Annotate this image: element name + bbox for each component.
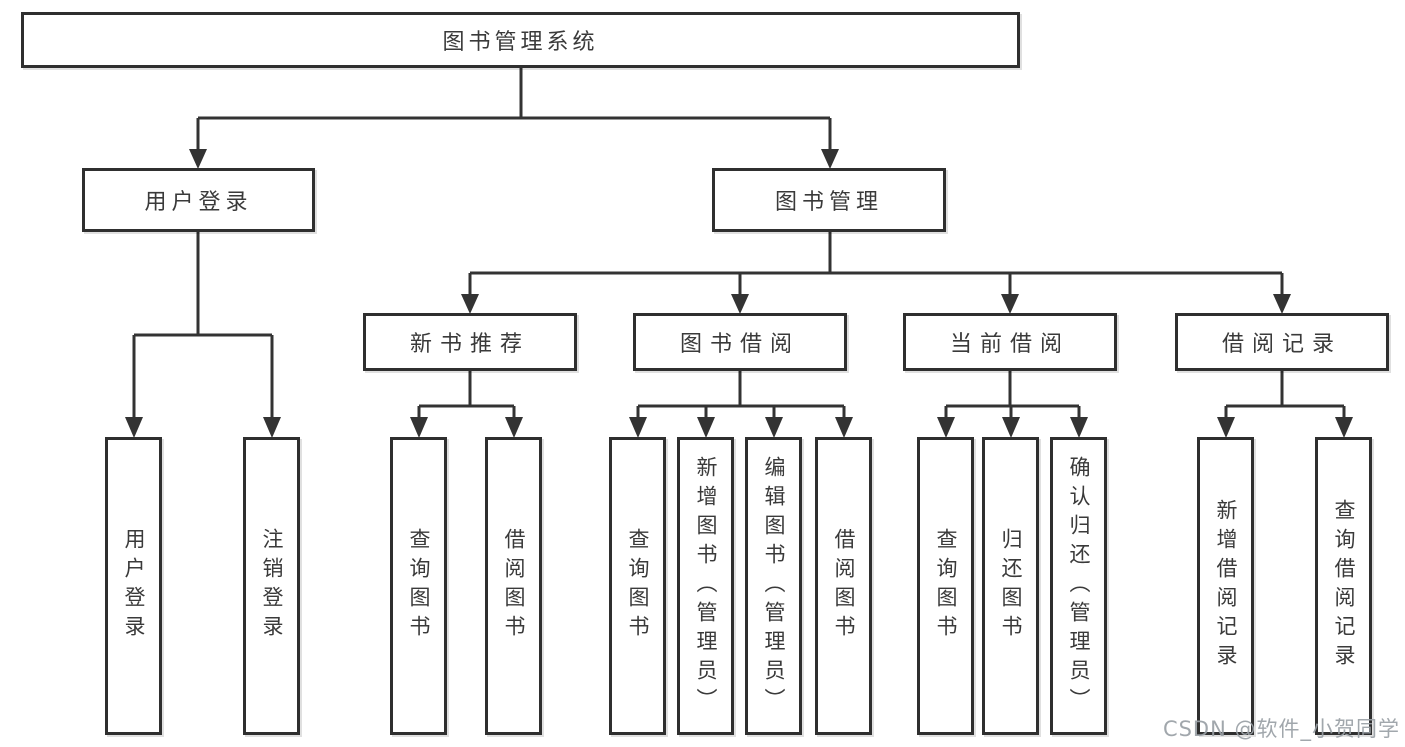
node-leaf-logout: 注销登录 [243, 437, 300, 735]
connector-bookmgmt-to-level3-arrows [461, 294, 1291, 314]
node-leaf-query-borrow-record: 查询借阅记录 [1315, 437, 1372, 735]
node-leaf-add-book-admin: 新增图书（管理员） [677, 437, 734, 735]
connector-userlogin-to-leaves-lines [132, 232, 274, 418]
connector-bookborrow-to-leaves-arrows [629, 417, 853, 438]
node-new-book-recommend: 新书推荐 [363, 313, 577, 371]
connector-currentborrow-to-leaves-arrows [937, 417, 1088, 438]
node-leaf-add-borrow-record: 新增借阅记录 [1197, 437, 1254, 735]
connector-newbooks-to-leaves-arrows [410, 417, 523, 438]
connector-currentborrow-to-leaves-lines [944, 371, 1081, 418]
node-library-system: 图书管理系统 [21, 12, 1020, 68]
node-leaf-edit-book-admin: 编辑图书（管理员） [745, 437, 802, 735]
connector-records-to-leaves-arrows [1217, 417, 1353, 438]
csdn-watermark: CSDN @软件_小贺同学 [1162, 717, 1400, 741]
node-leaf-user-login: 用户登录 [105, 437, 162, 735]
node-user-login: 用户登录 [82, 168, 315, 232]
connector-bookmgmt-to-level3-lines [468, 232, 1284, 295]
connector-root-to-level2-arrows [189, 149, 839, 169]
connector-userlogin-to-leaves-arrows [125, 417, 281, 438]
connector-bookborrow-to-leaves-lines [636, 371, 846, 418]
node-leaf-query-books-current: 查询图书 [917, 437, 974, 735]
node-leaf-borrow-books-recommend: 借阅图书 [485, 437, 542, 735]
node-borrow-records: 借阅记录 [1175, 313, 1389, 371]
node-leaf-query-books-recommend: 查询图书 [390, 437, 447, 735]
connector-newbooks-to-leaves-lines [417, 371, 516, 418]
connector-records-to-leaves-lines [1224, 371, 1346, 418]
node-book-borrowing: 图书借阅 [633, 313, 847, 371]
node-current-borrowing: 当前借阅 [903, 313, 1117, 371]
node-leaf-return-book: 归还图书 [982, 437, 1039, 735]
node-book-management: 图书管理 [712, 168, 946, 232]
node-leaf-query-books-borrowing: 查询图书 [609, 437, 666, 735]
connector-root-to-level2-lines [196, 68, 832, 150]
node-leaf-borrow-books-borrowing: 借阅图书 [815, 437, 872, 735]
node-leaf-confirm-return-admin: 确认归还（管理员） [1050, 437, 1107, 735]
